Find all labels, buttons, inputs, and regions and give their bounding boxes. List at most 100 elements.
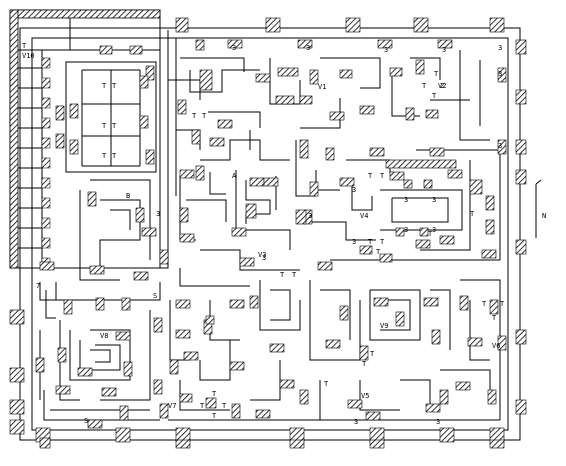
hatched-block [69, 139, 79, 155]
maze-wall [309, 280, 340, 361]
hatched-block [231, 227, 247, 237]
hatched-block [101, 387, 117, 397]
t-marker: T [482, 300, 487, 308]
hatched-block [205, 397, 217, 409]
maze-wall [160, 30, 169, 269]
three-marker: 3 [432, 196, 436, 204]
hatched-block [195, 165, 205, 181]
maze-wall [199, 340, 231, 381]
t-marker: T [362, 360, 367, 368]
maze-wall [270, 289, 291, 321]
t-marker: T [370, 350, 375, 358]
t-marker: T [280, 271, 285, 279]
t-marker: T [470, 210, 475, 218]
three-marker: 3 [436, 418, 440, 426]
annex-cell-hatch [41, 237, 51, 249]
t-marker: T [432, 92, 437, 100]
hatched-block [447, 169, 463, 179]
hatched-block [9, 309, 25, 325]
hatched-blocks [9, 17, 527, 449]
t-marker: T [222, 402, 227, 410]
hatched-block [423, 179, 433, 189]
hatched-block [95, 297, 105, 311]
hatched-block [179, 207, 189, 223]
annex-cell-hatch [41, 117, 51, 129]
annex-cell-hatch [41, 97, 51, 109]
hatched-block [299, 389, 309, 405]
label-v5: V5 [361, 392, 369, 400]
maze-wall [391, 197, 449, 223]
maze-wall [186, 199, 227, 222]
maze-wall [90, 349, 111, 363]
hatched-block [425, 403, 441, 413]
hatched-block [515, 89, 527, 105]
hatched-block [245, 203, 257, 219]
label-v9: V9 [380, 322, 388, 330]
hatched-block [9, 367, 25, 383]
hatched-block [249, 177, 265, 187]
hatched-block [39, 261, 55, 271]
t-marker: T [202, 112, 207, 120]
label-v1: V1 [318, 83, 326, 91]
hatched-block [199, 69, 213, 91]
maze-wall [45, 290, 56, 319]
hatched-block [365, 411, 381, 421]
t-marker: T [380, 172, 385, 180]
t-marker: T [376, 248, 381, 256]
hatched-block [119, 405, 129, 421]
hatched-block [437, 39, 453, 49]
hatched-block [497, 139, 507, 155]
hatched-block [227, 39, 243, 49]
maze-wall [235, 170, 291, 250]
hatched-block [289, 439, 305, 449]
north-label: N [542, 212, 546, 220]
maze-wall [469, 300, 490, 361]
annex-cells [18, 57, 51, 269]
hatched-block [299, 139, 309, 159]
hatched-block [515, 239, 527, 255]
hatched-block [169, 359, 179, 375]
maze-wall [351, 180, 373, 211]
hatched-block [255, 409, 271, 419]
hatched-block [145, 65, 155, 81]
t-marker: T [102, 152, 107, 160]
hatched-block [347, 399, 363, 409]
hatched-block [9, 399, 25, 415]
maze-wall [320, 57, 381, 89]
t-marker: T [380, 238, 385, 246]
hatched-block [133, 271, 149, 281]
hatched-block [489, 439, 505, 449]
hatched-block [179, 169, 195, 179]
hatched-block [403, 179, 413, 189]
hatched-block [497, 67, 507, 83]
hatched-block [229, 299, 245, 309]
hatched-block [115, 331, 131, 341]
maze-wall [306, 221, 376, 241]
hatched-block [469, 179, 483, 195]
hatched-block [279, 379, 295, 389]
label-s: S [84, 417, 88, 425]
three-marker: 3 [354, 418, 358, 426]
three-marker: 3 [404, 226, 408, 234]
hatched-block [389, 67, 403, 77]
maze-wall [179, 380, 230, 411]
hatched-block [439, 389, 449, 405]
maze-wall [295, 140, 316, 197]
annex-cell-hatch [41, 77, 51, 89]
hatched-block [295, 209, 307, 225]
t-marker: T [112, 152, 117, 160]
hatched-block [467, 337, 483, 347]
hatched-block [175, 299, 191, 309]
maze-wall [179, 268, 250, 287]
hatched-block [325, 339, 341, 349]
north-arrow-head [535, 179, 542, 185]
hatched-block [359, 345, 369, 361]
hatched-block [55, 385, 71, 395]
t-marker: T [102, 122, 107, 130]
hatched-block [57, 347, 67, 363]
label-v10: V10 [22, 52, 35, 60]
hatched-block [263, 177, 279, 187]
t-marker: T [292, 271, 297, 279]
